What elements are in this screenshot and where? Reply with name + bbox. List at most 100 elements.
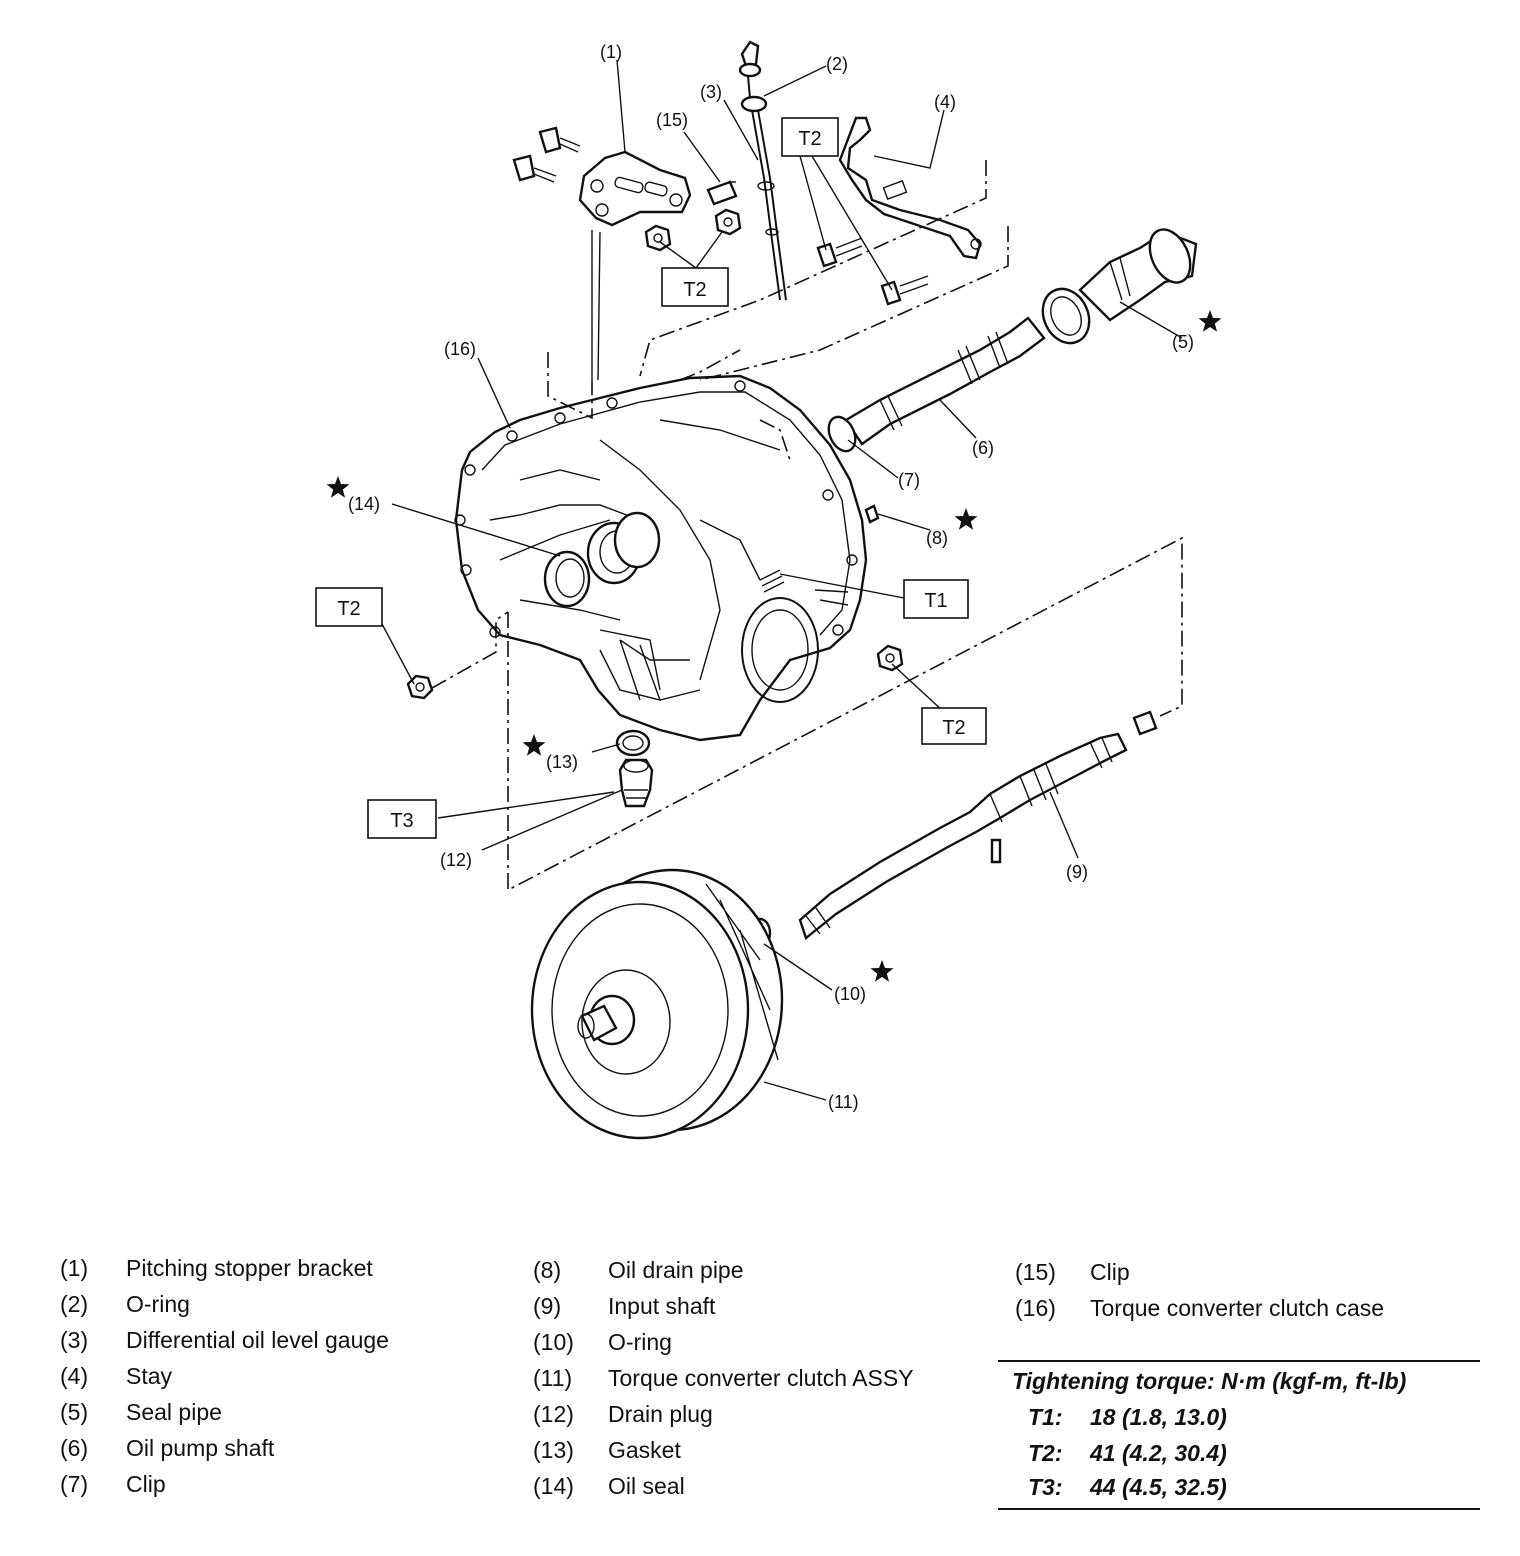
legend-row: (3) Differential oil level gauge <box>60 1322 389 1358</box>
legend-number: (14) <box>533 1473 574 1499</box>
legend-name: Differential oil level gauge <box>126 1327 389 1353</box>
oil-pump-shaft <box>844 316 1046 446</box>
callout-5: (5) <box>1172 332 1194 352</box>
legend-row: (11)Torque converter clutch ASSY <box>533 1360 914 1396</box>
nut <box>876 644 904 672</box>
oil-seal <box>543 511 661 608</box>
legend-row: (6) Oil pump shaft <box>60 1430 389 1466</box>
stay-bolt <box>816 237 929 306</box>
clip <box>706 180 738 206</box>
legend-name: Input shaft <box>608 1293 716 1319</box>
legend-name: O-ring <box>608 1329 672 1355</box>
legend-number: (8) <box>533 1257 562 1283</box>
seal-pipe <box>1041 228 1198 345</box>
nut <box>406 674 434 700</box>
stay <box>838 116 982 260</box>
svg-text:T2: T2 <box>798 128 821 150</box>
callout-12: (12) <box>440 850 472 870</box>
legend-name: Gasket <box>608 1437 681 1463</box>
legend-number: (13) <box>533 1437 574 1463</box>
alignment-lines <box>431 160 1183 892</box>
stud-bolt <box>759 569 785 593</box>
parts-legend-column-3: (15)Clip (16)Torque converter clutch cas… <box>1015 1254 1384 1326</box>
torque-label: T2: <box>1028 1440 1063 1466</box>
legend-number: (3) <box>60 1327 89 1353</box>
callout-16: (16) <box>444 339 476 359</box>
legend-number: (1) <box>60 1255 89 1281</box>
legend-name: Clip <box>126 1471 166 1497</box>
star-icon <box>954 508 978 530</box>
legend-number: (6) <box>60 1435 89 1461</box>
callout-15: (15) <box>656 110 688 130</box>
torque-value: 44 (4.5, 32.5) <box>1090 1474 1227 1500</box>
legend-name: Torque converter clutch case <box>1090 1295 1385 1321</box>
differential-oil-level-gauge <box>738 40 787 301</box>
drain-plug <box>618 758 654 808</box>
tightening-torque-table: Tightening torque: N·m (kgf-m, ft-lb) T1… <box>998 1360 1480 1510</box>
legend-row: (8)Oil drain pipe <box>533 1252 914 1288</box>
star-icon <box>326 476 350 498</box>
legend-number: (10) <box>533 1329 574 1355</box>
legend-number: (9) <box>533 1293 562 1319</box>
torque-converter-clutch-assy <box>530 868 784 1140</box>
oil-drain-pipe <box>864 504 880 524</box>
callout-8: (8) <box>926 528 948 548</box>
parts-legend-column-1: (1) Pitching stopper bracket (2) O-ring (3… <box>60 1250 389 1502</box>
leader-lines <box>381 59 1183 1101</box>
torque-row: T2: 41 (4.2, 30.4) <box>1028 1440 1227 1467</box>
callout-6: (6) <box>972 438 994 458</box>
bracket-nut <box>644 208 742 252</box>
torque-box-t1: T1 <box>903 579 969 619</box>
callout-14: (14) <box>348 494 380 514</box>
legend-name: O-ring <box>126 1291 190 1317</box>
legend-row: (16) Torque converter clutch case <box>1015 1290 1384 1326</box>
input-shaft <box>798 732 1128 941</box>
svg-text:T1: T1 <box>924 590 947 612</box>
legend-row: (9) Input shaft <box>533 1288 914 1324</box>
legend-row: (5) Seal pipe <box>60 1394 389 1430</box>
legend-number: (7) <box>60 1471 89 1497</box>
legend-row: (12)Drain plug <box>533 1396 914 1432</box>
legend-name: Stay <box>126 1363 173 1389</box>
star-icon <box>522 734 546 756</box>
legend-row: (4) Stay <box>60 1358 389 1394</box>
legend-name: Oil pump shaft <box>126 1435 275 1461</box>
callout-11: (11) <box>828 1092 859 1112</box>
svg-text:T3: T3 <box>390 810 413 832</box>
legend-number: (16) <box>1015 1295 1056 1321</box>
legend-row: (10) O-ring <box>533 1324 914 1360</box>
callout-7: (7) <box>898 470 920 490</box>
callout-10: (10) <box>834 984 866 1004</box>
legend-number: (12) <box>533 1401 574 1427</box>
callout-2: (2) <box>826 54 848 74</box>
o-ring <box>740 95 768 113</box>
bracket-bolt <box>512 126 581 183</box>
callout-9: (9) <box>1066 862 1088 882</box>
torque-value: 41 (4.2, 30.4) <box>1090 1440 1227 1466</box>
torque-label: T3: <box>1028 1474 1063 1500</box>
gasket <box>615 729 651 757</box>
torque-converter-clutch-case <box>454 374 868 742</box>
torque-row: T3: 44 (4.5, 32.5) <box>1028 1474 1227 1501</box>
legend-number: (2) <box>60 1291 89 1317</box>
pitching-stopper-bracket <box>578 150 692 381</box>
star-icon <box>1198 310 1222 332</box>
svg-text:T2: T2 <box>337 598 360 620</box>
legend-number: (15) <box>1015 1259 1056 1285</box>
legend-number: (4) <box>60 1363 89 1389</box>
exploded-parts-diagram: (1) (2) (3) (4) (15) (5) (16) (6) (7) (1… <box>315 40 1222 1140</box>
svg-text:T2: T2 <box>683 279 706 301</box>
legend-name: Seal pipe <box>126 1399 222 1425</box>
torque-heading: Tightening torque: N·m (kgf-m, ft-lb) <box>1012 1368 1407 1394</box>
callout-13: (13) <box>546 752 578 772</box>
star-icon <box>870 960 894 982</box>
legend-row: (2) O-ring <box>60 1286 389 1322</box>
torque-row: T1:18 (1.8, 13.0) <box>1028 1404 1227 1431</box>
legend-number: (5) <box>60 1399 89 1425</box>
svg-text:T2: T2 <box>942 717 965 739</box>
torque-box-t3: T3 <box>367 799 437 839</box>
legend-row: (7) Clip <box>60 1466 389 1502</box>
torque-box-t2: T2 <box>781 117 839 157</box>
clip <box>827 415 857 453</box>
legend-name: Pitching stopper bracket <box>126 1255 373 1281</box>
